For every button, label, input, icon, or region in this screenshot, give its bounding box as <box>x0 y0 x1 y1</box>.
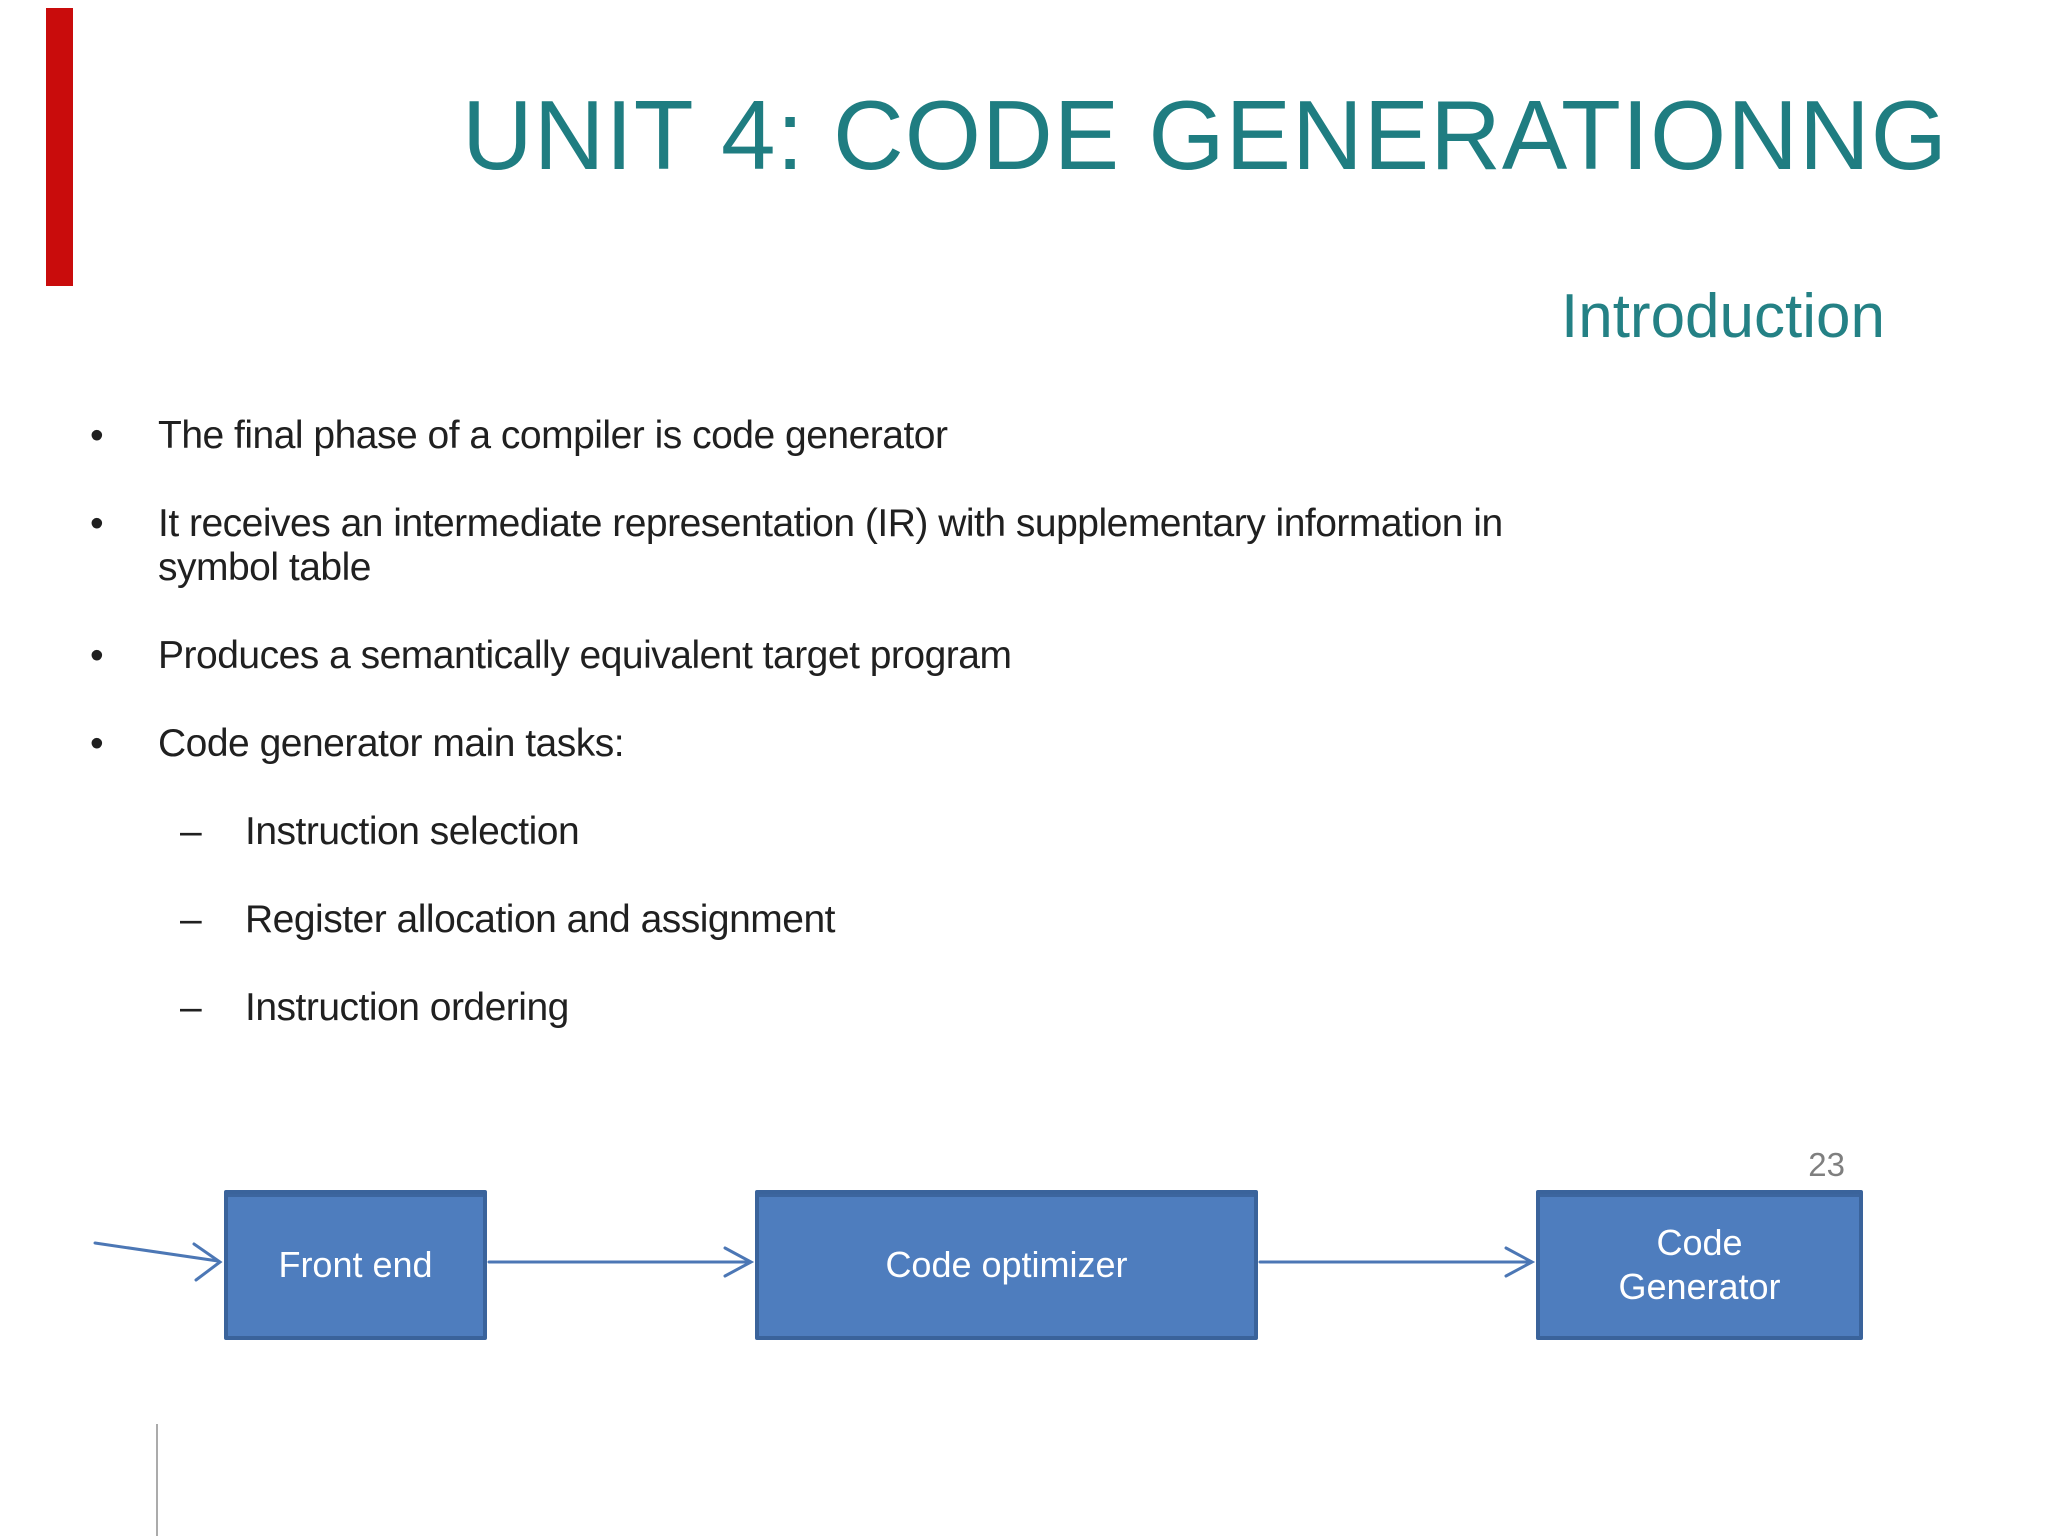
diagram-box-code-optimizer: Code optimizer <box>755 1190 1258 1340</box>
page-number: 23 <box>1808 1146 1845 1183</box>
bullet-item: • Code generator main tasks: <box>90 722 1990 766</box>
bullet-text: Code generator main tasks: <box>158 722 625 765</box>
arrow-into-front-end <box>93 1241 223 1282</box>
diagram-box-code-generator: Code Generator <box>1536 1190 1863 1340</box>
bullet-text: symbol table <box>158 546 371 589</box>
bullet-item: • Produces a semantically equivalent tar… <box>90 634 1990 678</box>
sub-bullet-text: Instruction selection <box>245 810 580 853</box>
sub-bullet-text: Instruction ordering <box>245 986 569 1029</box>
sub-bullet-item: – Instruction selection <box>90 810 1990 854</box>
bullet-text: Produces a semantically equivalent targe… <box>158 634 1012 677</box>
slide-title: UNIT 4: CODE GENERATIONNG <box>461 80 1949 190</box>
sub-bullet-text: Register allocation and assignment <box>245 898 836 941</box>
bullet-text: It receives an intermediate representati… <box>158 502 1503 545</box>
decorative-line <box>156 1424 158 1536</box>
box-label: Code optimizer <box>885 1244 1128 1285</box>
bullet-dot-icon: • <box>90 502 104 545</box>
box-label: Generator <box>1618 1266 1781 1307</box>
box-label: Code <box>1656 1222 1743 1263</box>
bullet-text: The final phase of a compiler is code ge… <box>158 414 948 457</box>
dash-bullet-icon: – <box>180 986 202 1029</box>
red-accent-bar <box>46 8 73 286</box>
bullet-list: • The final phase of a compiler is code … <box>90 414 1990 1074</box>
sub-bullet-item: – Instruction ordering <box>90 986 1990 1030</box>
sub-bullet-item: – Register allocation and assignment <box>90 898 1990 942</box>
slide-subtitle: Introduction <box>1561 282 1885 351</box>
dash-bullet-icon: – <box>180 898 202 941</box>
bullet-item: • The final phase of a compiler is code … <box>90 414 1990 458</box>
arrow-frontend-to-optimizer <box>487 1246 755 1278</box>
bullet-dot-icon: • <box>90 414 104 457</box>
diagram-box-front-end: Front end <box>224 1190 487 1340</box>
box-label: Front end <box>278 1244 433 1285</box>
arrow-optimizer-to-generator <box>1258 1246 1536 1278</box>
bullet-dot-icon: • <box>90 634 104 677</box>
bullet-item: • It receives an intermediate representa… <box>90 502 1990 590</box>
bullet-dot-icon: • <box>90 722 104 765</box>
dash-bullet-icon: – <box>180 810 202 853</box>
